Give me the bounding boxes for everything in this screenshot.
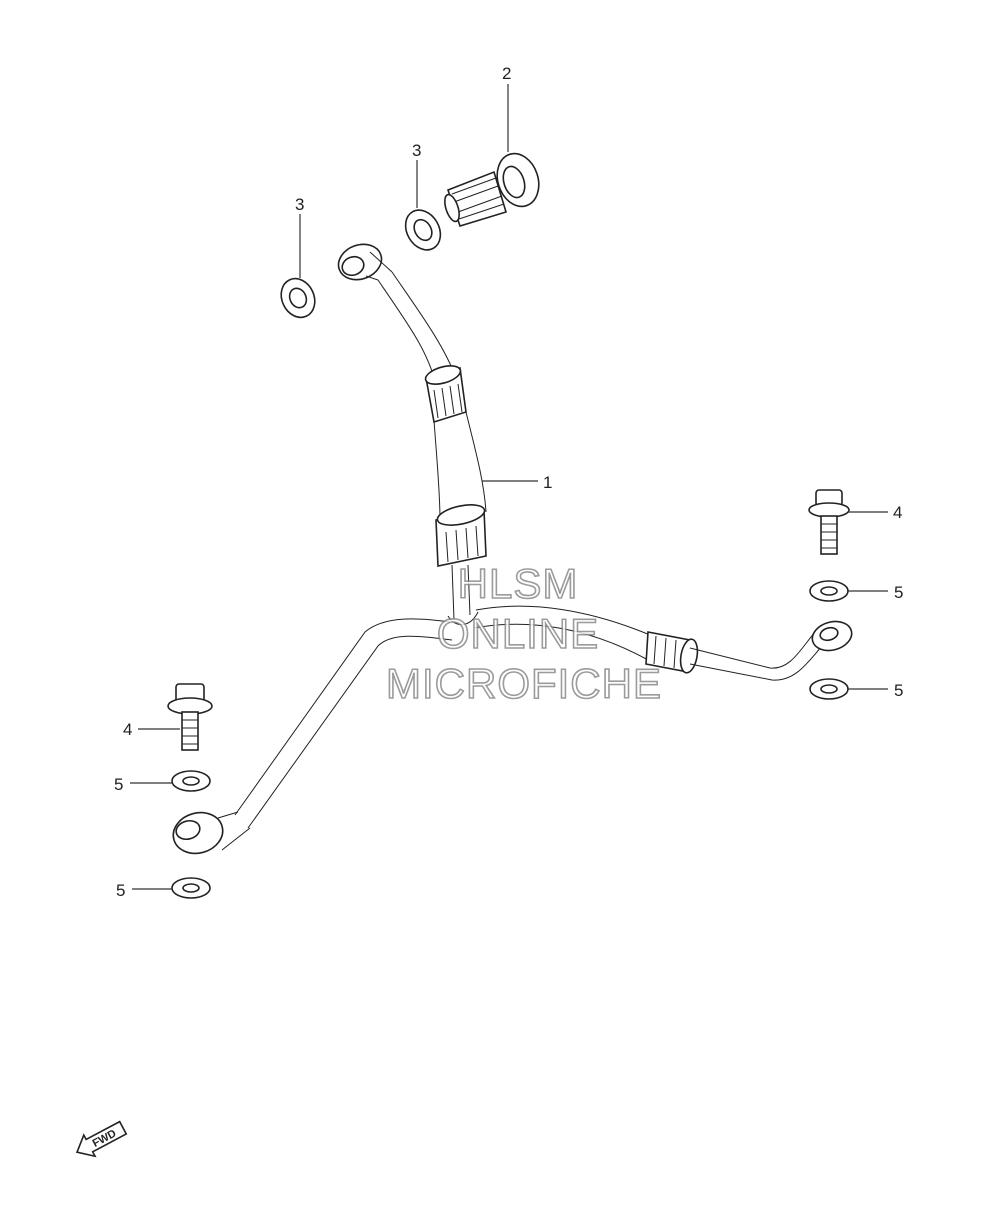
sealing-washer-icon[interactable] bbox=[399, 204, 448, 256]
leader-lines bbox=[130, 84, 888, 890]
watermark-line-3: MICROFICHE bbox=[386, 660, 662, 707]
callout-4[interactable]: 4 bbox=[893, 503, 902, 522]
callout-2[interactable]: 2 bbox=[502, 64, 511, 83]
callout-5[interactable]: 5 bbox=[114, 775, 123, 794]
sealing-washer-icon[interactable] bbox=[171, 770, 211, 792]
sealing-washer-icon[interactable] bbox=[171, 877, 211, 899]
callout-3[interactable]: 3 bbox=[412, 141, 421, 160]
sealing-washer-icon[interactable] bbox=[809, 678, 849, 700]
sealing-washer-icon[interactable] bbox=[809, 580, 849, 602]
fwd-label: FWD bbox=[91, 1128, 119, 1150]
sealing-washer-icon[interactable] bbox=[275, 273, 321, 323]
callout-5[interactable]: 5 bbox=[894, 681, 903, 700]
callout-5[interactable]: 5 bbox=[116, 881, 125, 900]
callout-5[interactable]: 5 bbox=[894, 583, 903, 602]
watermark: HLSM ONLINE MICROFICHE bbox=[385, 559, 662, 708]
banjo-bolt-icon[interactable] bbox=[442, 148, 545, 227]
callout-4[interactable]: 4 bbox=[123, 720, 132, 739]
flange-bolt-icon[interactable] bbox=[167, 683, 213, 751]
callout-1[interactable]: 1 bbox=[543, 473, 552, 492]
watermark-line-1: HLSM bbox=[458, 560, 579, 607]
callout-3[interactable]: 3 bbox=[295, 195, 304, 214]
fwd-arrow-icon: FWD bbox=[75, 1120, 128, 1158]
oil-hose-icon[interactable] bbox=[169, 239, 855, 859]
flange-bolt-icon[interactable] bbox=[808, 489, 850, 555]
watermark-line-2: ONLINE bbox=[437, 610, 599, 657]
